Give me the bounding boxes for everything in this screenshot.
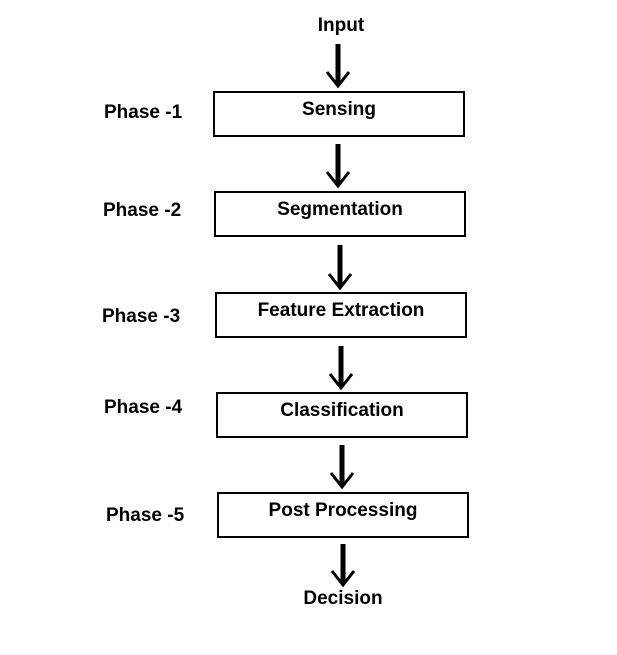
arrow-input-to-sensing [325,44,351,89]
arrow-classification-to-post-processing [329,445,355,490]
step-label-sensing: Sensing [302,99,376,120]
step-box-classification: Classification [216,392,468,438]
arrow-segmentation-to-feature-extraction [327,245,353,291]
step-label-post-processing: Post Processing [268,500,418,521]
step-box-segmentation: Segmentation [214,191,466,237]
phase-2-label: Phase -2 [103,200,182,221]
arrow-feature-extraction-to-classification [328,346,354,391]
phase-1-label: Phase -1 [104,102,183,123]
arrow-post-processing-to-decision [330,544,356,588]
arrow-sensing-to-segmentation [325,144,351,189]
decision-label: Decision [303,588,383,609]
phase-3-label: Phase -3 [102,306,181,327]
phase-5-label: Phase -5 [106,505,185,526]
step-box-sensing: Sensing [213,91,465,137]
phase-4-label: Phase -4 [104,397,183,418]
input-label: Input [317,15,365,36]
step-box-post-processing: Post Processing [217,492,469,538]
step-label-classification: Classification [280,400,404,421]
step-label-feature-extraction: Feature Extraction [257,300,425,321]
step-label-segmentation: Segmentation [277,199,403,220]
step-box-feature-extraction: Feature Extraction [215,292,467,338]
